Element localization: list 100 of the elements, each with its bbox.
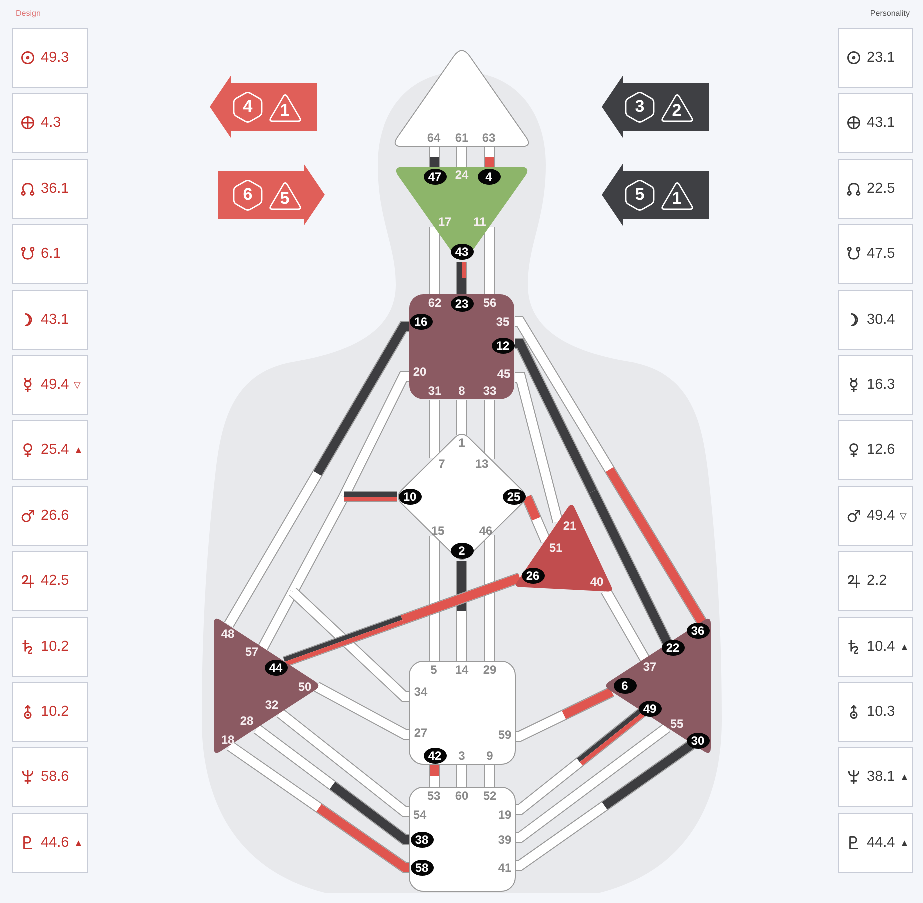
triangle-center <box>395 50 529 147</box>
gate-number: 52 <box>480 789 500 803</box>
gate-number: 61 <box>452 131 472 145</box>
gate-number: 24 <box>452 168 472 182</box>
planet-card <box>12 813 88 873</box>
gate-line-value: 47.5 <box>867 246 896 262</box>
arrow-banner <box>602 164 709 226</box>
channel <box>515 372 564 524</box>
arrow-banner <box>210 76 317 138</box>
channel <box>484 535 496 661</box>
gate-number: 64 <box>424 131 444 145</box>
gate-line-value: 12.6 <box>867 442 896 458</box>
gate-line-value: 42.5 <box>41 573 70 589</box>
channel <box>314 682 412 740</box>
planet-card <box>838 682 913 742</box>
gate-number: 8 <box>452 384 472 398</box>
planet-card <box>838 224 913 284</box>
gate-number: 35 <box>493 315 513 329</box>
gate-number: 46 <box>476 524 496 538</box>
hexagon-badge: 4 <box>233 90 263 124</box>
planet-card <box>838 93 913 153</box>
channel <box>276 708 411 818</box>
gate-number: 48 <box>218 627 238 641</box>
gate-line-value: 38.1 <box>867 769 896 785</box>
planet-card <box>838 813 913 873</box>
planet-card <box>838 159 913 219</box>
gate-line-value: 4.3 <box>41 115 62 131</box>
status-mark: ▲ <box>900 772 910 782</box>
channel <box>456 147 468 167</box>
gate-line-value: 25.4 <box>41 442 70 458</box>
gate-line-value: 2.2 <box>867 573 888 589</box>
planet-card <box>838 486 913 546</box>
gate-number: 19 <box>495 808 515 822</box>
gate-number: 63 <box>479 131 499 145</box>
gate-number: 53 <box>424 789 444 803</box>
gate-line-value: 49.4 <box>41 377 70 393</box>
gate-number: 28 <box>237 714 257 728</box>
gate-number: 20 <box>410 365 430 379</box>
gate-line-value: 43.1 <box>41 312 70 328</box>
channel <box>456 765 468 787</box>
gate-line-value: 49.4 <box>867 508 896 524</box>
planet-card <box>838 290 913 350</box>
gate-number: 62 <box>425 296 445 310</box>
diamond-center <box>398 434 526 560</box>
channel <box>456 400 468 435</box>
gate-number: 15 <box>428 524 448 538</box>
gate-line-value: 23.1 <box>867 50 896 66</box>
planet-card <box>838 747 913 807</box>
gate-line-value: 36.1 <box>41 181 70 197</box>
gate-number: 33 <box>480 384 500 398</box>
planet-card <box>12 747 88 807</box>
planet-card <box>12 224 88 284</box>
triangle-badge: 2 <box>660 92 694 122</box>
triangle-center <box>516 505 613 592</box>
channel <box>283 572 522 668</box>
gate-line-value: 58.6 <box>41 769 70 785</box>
gate-line-value: 49.3 <box>41 50 70 66</box>
gate-number: 40 <box>587 575 607 589</box>
gate-number: 18 <box>218 733 238 747</box>
gate-line-value: 6.1 <box>41 246 62 262</box>
gate-number: 60 <box>452 789 472 803</box>
planet-card <box>12 682 88 742</box>
planet-card <box>12 93 88 153</box>
square-center <box>409 294 515 400</box>
status-mark: ▲ <box>74 445 84 455</box>
gate-line-value: 44.6 <box>41 835 70 851</box>
gate-number: 57 <box>242 645 262 659</box>
planet-card <box>838 551 913 611</box>
hexagon-badge: 5 <box>625 178 655 212</box>
gate-number: 50 <box>295 680 315 694</box>
gate-number: 29 <box>480 663 500 677</box>
gate-number: 3 <box>452 749 472 763</box>
channel <box>484 227 496 294</box>
planet-card <box>12 617 88 677</box>
gate-number: 5 <box>424 663 444 677</box>
gate-line-value: 10.4 <box>867 639 896 655</box>
hexagon-badge: 6 <box>233 178 263 212</box>
planet-card <box>838 355 913 415</box>
planet-card <box>838 617 913 677</box>
inverted-triangle-center <box>396 167 528 261</box>
gate-number: 1 <box>452 436 472 450</box>
gate-line-value: 10.2 <box>41 704 70 720</box>
gate-line-value: 43.1 <box>867 115 896 131</box>
planet-card <box>12 420 88 480</box>
status-mark: ▽ <box>74 380 82 390</box>
gate-number: 51 <box>546 541 566 555</box>
arrow-banner <box>602 76 709 138</box>
square-center <box>409 787 516 892</box>
triangle-badge: 1 <box>268 92 302 122</box>
planet-card <box>838 28 913 88</box>
gate-number: 9 <box>480 749 500 763</box>
status-mark: ▽ <box>900 511 908 521</box>
status-mark: ▲ <box>74 838 84 848</box>
planet-card <box>838 420 913 480</box>
column-heading: Personality <box>870 9 910 18</box>
gate-number: 11 <box>470 215 490 229</box>
gate-number: 39 <box>495 833 515 847</box>
channel <box>484 400 496 459</box>
triangle-badge: 1 <box>660 180 694 210</box>
channel <box>430 536 440 661</box>
